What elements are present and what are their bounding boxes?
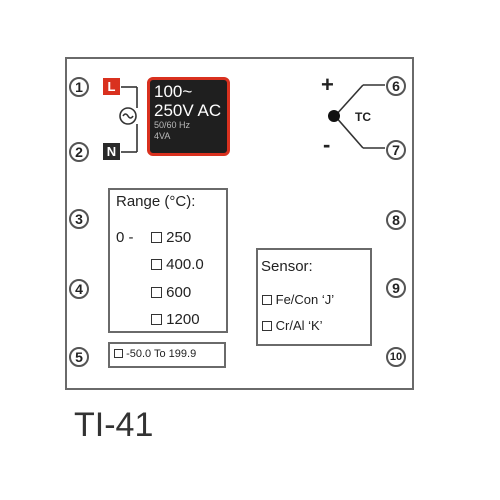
range-option-600[interactable]: 600 <box>151 284 191 301</box>
range-prefix: 0 - <box>116 229 134 246</box>
range-option-250[interactable]: 250 <box>151 229 191 246</box>
supply-power: 4VA <box>154 131 171 141</box>
terminal-9[interactable]: 9 <box>386 278 406 298</box>
sensor-option-label: Fe/Con ‘J’ <box>275 292 335 307</box>
sensor-title: Sensor: <box>261 258 313 275</box>
supply-voltage-line1: 100~ <box>154 82 193 101</box>
sensor-option-k[interactable]: Cr/Al ‘K’ <box>262 318 323 333</box>
terminal-6[interactable]: 6 <box>386 76 406 96</box>
range-option-400[interactable]: 400.0 <box>151 256 204 273</box>
supply-voltage-line2: 250V AC <box>154 101 222 120</box>
alt-range-box[interactable] <box>108 342 226 368</box>
range-checkbox[interactable] <box>151 287 162 298</box>
range-checkbox[interactable] <box>151 259 162 270</box>
live-marker: L <box>103 78 120 95</box>
tc-label: TC <box>355 110 371 124</box>
supply-frequency: 50/60 Hz <box>154 120 191 130</box>
range-option-label: 250 <box>166 229 192 246</box>
range-option-1200[interactable]: 1200 <box>151 311 200 328</box>
tc-plus: + <box>321 72 334 97</box>
sensor-checkbox[interactable] <box>262 321 272 331</box>
power-supply-block: 100~ 250V AC 50/60 Hz 4VA <box>147 77 230 156</box>
range-checkbox[interactable] <box>151 314 162 325</box>
model-label: TI-41 <box>74 406 154 444</box>
alt-range-option[interactable]: -50.0 To 199.9 <box>114 348 196 360</box>
range-option-label: 1200 <box>166 311 200 328</box>
terminal-5[interactable]: 5 <box>69 347 89 367</box>
sensor-checkbox[interactable] <box>262 295 272 305</box>
terminal-4[interactable]: 4 <box>69 279 89 299</box>
alt-range-label: -50.0 To 199.9 <box>126 348 197 360</box>
range-checkbox[interactable] <box>151 232 162 243</box>
alt-range-checkbox[interactable] <box>114 349 123 358</box>
terminal-3[interactable]: 3 <box>69 209 89 229</box>
range-box <box>108 188 228 333</box>
sensor-box <box>256 248 372 346</box>
tc-minus: - <box>323 132 331 157</box>
terminal-8[interactable]: 8 <box>386 210 406 230</box>
terminal-10[interactable]: 10 <box>386 347 406 367</box>
neutral-marker: N <box>103 143 120 160</box>
terminal-1[interactable]: 1 <box>69 77 89 97</box>
range-option-label: 400.0 <box>166 256 204 273</box>
sensor-option-label: Cr/Al ‘K’ <box>275 318 323 333</box>
terminal-2[interactable]: 2 <box>69 142 89 162</box>
range-title: Range (°C): <box>116 193 196 210</box>
sensor-option-j[interactable]: Fe/Con ‘J’ <box>262 292 334 307</box>
terminal-7[interactable]: 7 <box>386 140 406 160</box>
range-option-label: 600 <box>166 284 192 301</box>
